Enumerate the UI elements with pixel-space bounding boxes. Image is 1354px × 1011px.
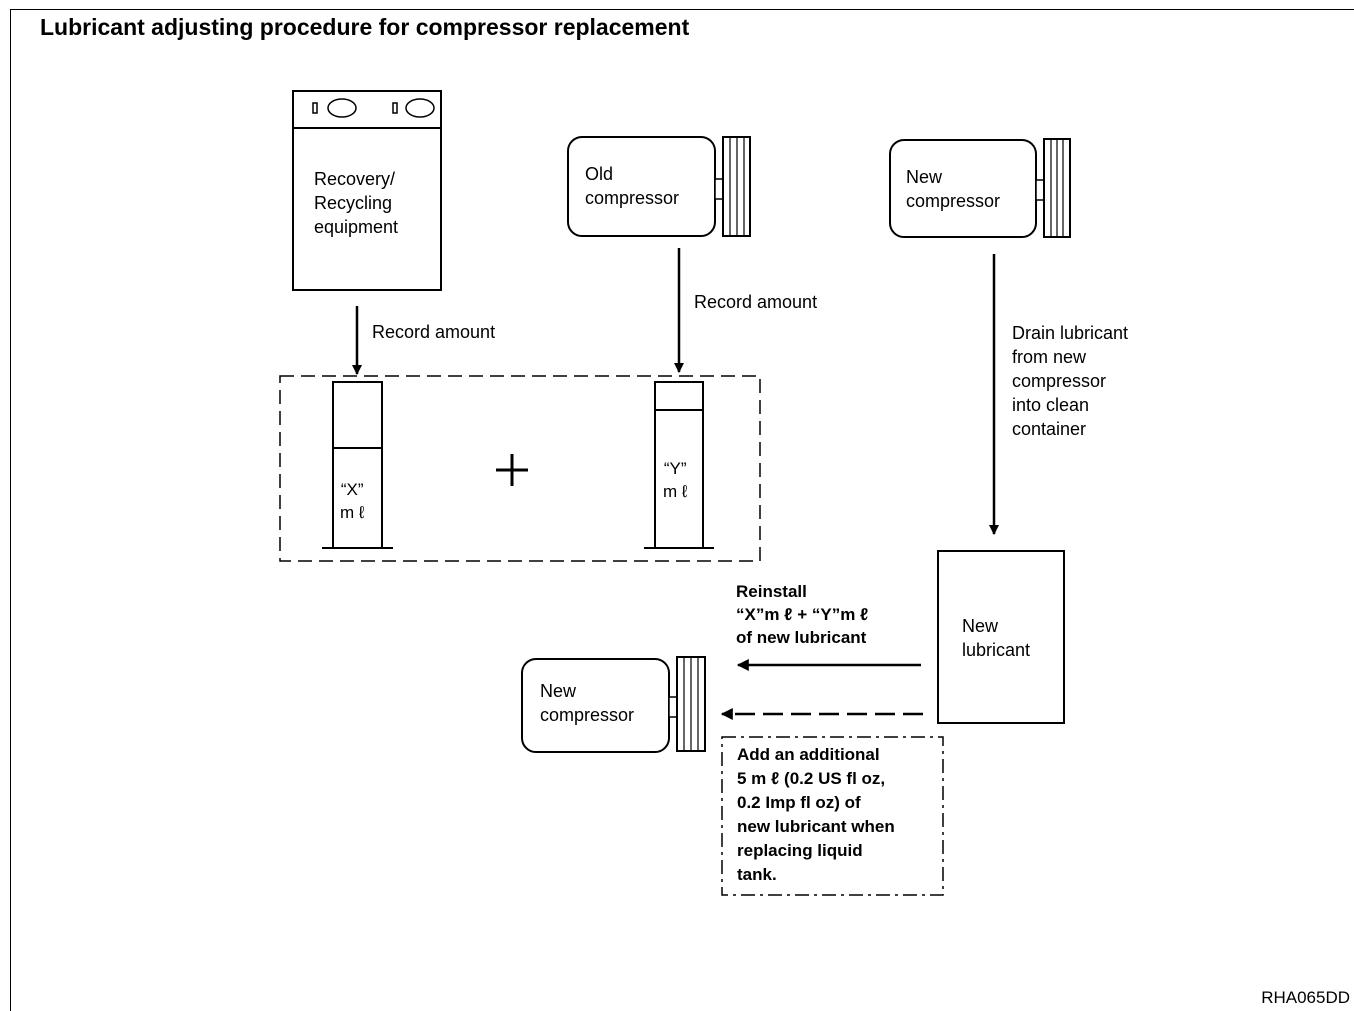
figure-code: RHA065DD [1261, 988, 1350, 1007]
drain-lubricant-label: Drain lubricant from new compressor into… [1012, 323, 1129, 439]
container-y-label: “Y” m ℓ [663, 459, 688, 501]
new-compressor-bottom-label: New compressor [540, 681, 635, 725]
reinstall-label: Reinstall “X”m ℓ + “Y”m ℓ of new lubrica… [736, 582, 869, 647]
plus-operator [496, 454, 528, 486]
container-y [644, 381, 714, 549]
frame-left-border [10, 9, 11, 1011]
recovery-equipment-box [292, 90, 442, 291]
note-text: Add an additional 5 m ℓ (0.2 US fl oz, 0… [737, 745, 895, 884]
new-lubricant-label: New lubricant [962, 616, 1031, 660]
old-compressor-label: Old compressor [585, 164, 680, 208]
container-x [322, 381, 393, 549]
recovery-equipment-label: Recovery/ Recycling equipment [314, 169, 399, 237]
page-title: Lubricant adjusting procedure for compre… [40, 14, 690, 40]
measurement-group-box [279, 375, 761, 562]
note-box [721, 736, 944, 896]
new-compressor-top-label: New compressor [906, 167, 1001, 211]
record-amount-right-label: Record amount [694, 292, 818, 312]
record-amount-left-label: Record amount [372, 322, 496, 342]
container-x-label: “X” m ℓ [340, 480, 365, 522]
frame-top-border [10, 9, 1354, 10]
old-compressor-shape [567, 136, 751, 237]
new-compressor-top-shape [889, 138, 1071, 238]
new-lubricant-box [937, 550, 1065, 724]
new-compressor-bottom-shape [521, 656, 706, 753]
